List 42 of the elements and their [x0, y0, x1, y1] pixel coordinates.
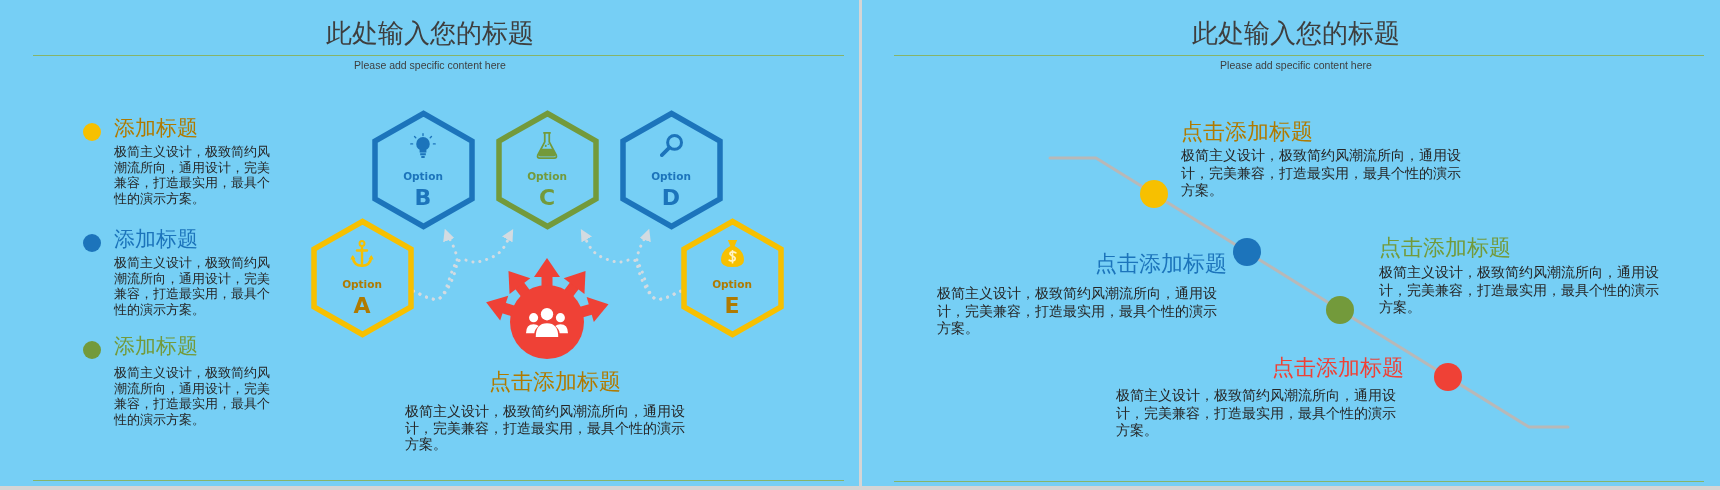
- description-text: 极简主义设计，极致简约风潮流所向，通用设计，完美兼容，打造最实用，最具个性的演示方案。: [405, 403, 686, 454]
- option-letter: B: [414, 185, 432, 212]
- option-label: Option: [712, 278, 752, 291]
- option-label: Option: [342, 278, 382, 291]
- description-text: 极简主义设计，极致简约风潮流所向，通用设计，完美兼容，打造最实用，最具个性的演示方案。: [937, 285, 1218, 338]
- hexagon: [619, 110, 723, 230]
- subtitle: Please add specific content here: [1220, 59, 1372, 72]
- heading: 点击添加标题: [1379, 235, 1511, 262]
- description-text: 极简主义设计，极致简约风潮流所向，通用设计，完美兼容，打造最实用，最具个性的演示方案。: [114, 365, 271, 428]
- heading: 点击添加标题: [1181, 119, 1313, 146]
- option-label: Option: [651, 170, 691, 183]
- option-letter: E: [724, 293, 740, 320]
- heading: 点击添加标题: [1272, 355, 1404, 382]
- dotted-arrow: [412, 228, 515, 301]
- option-letter: A: [353, 293, 371, 320]
- dotted-arrow: [579, 228, 682, 301]
- description-text: 极简主义设计，极致简约风潮流所向，通用设计，完美兼容，打造最实用，最具个性的演示方案。: [1181, 147, 1462, 200]
- hexagon: [310, 218, 414, 338]
- heading: 点击添加标题: [489, 369, 621, 395]
- hexagon: [371, 110, 475, 230]
- slide-title: 此处输入您的标题: [1192, 18, 1400, 50]
- connector-line: [1048, 156, 1144, 189]
- description-text: 极简主义设计，极致简约风潮流所向，通用设计，完美兼容，打造最实用，最具个性的演示方案。: [114, 144, 271, 207]
- list-heading: 添加标题: [114, 116, 198, 142]
- option-label: Option: [527, 170, 567, 183]
- list-heading: 添加标题: [114, 334, 198, 360]
- list-heading: 添加标题: [114, 227, 198, 253]
- hexagon: [495, 110, 599, 230]
- heading: 点击添加标题: [1095, 251, 1227, 278]
- connector-line: [1458, 382, 1570, 429]
- slide-title: 此处输入您的标题: [326, 18, 534, 50]
- description-text: 极简主义设计，极致简约风潮流所向，通用设计，完美兼容，打造最实用，最具个性的演示方案。: [1116, 387, 1397, 440]
- hexagon: [680, 218, 784, 338]
- connector-line: [1257, 257, 1330, 305]
- description-text: 极简主义设计，极致简约风潮流所向，通用设计，完美兼容，打造最实用，最具个性的演示方案。: [1379, 264, 1660, 317]
- connector-line: [1350, 315, 1438, 372]
- description-text: 极简主义设计，极致简约风潮流所向，通用设计，完美兼容，打造最实用，最具个性的演示方案。: [114, 255, 271, 318]
- connector-line: [1164, 199, 1237, 247]
- subtitle: Please add specific content here: [354, 59, 506, 72]
- option-letter: C: [538, 185, 556, 212]
- option-label: Option: [403, 170, 443, 183]
- option-letter: D: [661, 185, 681, 212]
